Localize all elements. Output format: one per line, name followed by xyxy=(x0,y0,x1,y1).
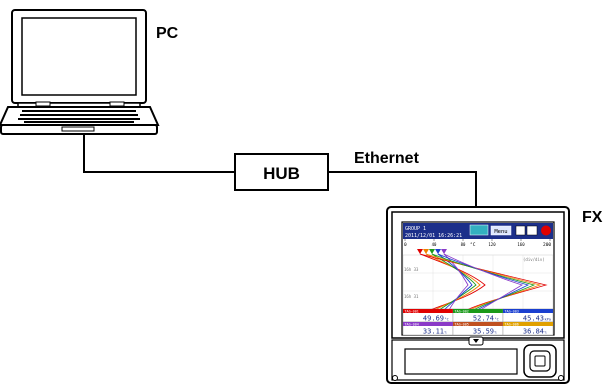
cell-unit: kPa xyxy=(545,318,551,322)
value-cell: TAG-006 36.84% xyxy=(502,321,554,336)
value-cell: TAG-001 49.69°C xyxy=(402,308,454,323)
trend-line-green-outer xyxy=(431,253,536,315)
scale-tick-label: 40 xyxy=(432,242,437,247)
cell-color-band xyxy=(453,322,503,326)
value-cell: TAG-004 33.11% xyxy=(402,321,454,336)
alarm-icon xyxy=(541,225,551,236)
panel-door xyxy=(404,348,518,375)
cell-unit: °C xyxy=(495,318,499,322)
status-icon xyxy=(469,224,489,236)
cell-color-band xyxy=(403,322,453,326)
touchpad-icon xyxy=(61,126,95,132)
cell-unit: % xyxy=(545,331,548,335)
datetime-text: 2011/12/01 16:26:21 xyxy=(405,233,462,239)
menu-button[interactable] xyxy=(490,225,512,236)
trend-line-purple-outer xyxy=(443,253,523,315)
navigation-pad-icon[interactable] xyxy=(523,344,557,378)
hub-box: HUB xyxy=(234,153,329,191)
cell-tag: TAG-003 xyxy=(505,309,519,313)
trend-line-blue xyxy=(437,253,473,313)
cell-unit: % xyxy=(445,331,448,335)
value-panel: TAG-00149.69°CTAG-00252.74°CTAG-00345.43… xyxy=(402,308,554,336)
pc-to-hub-cable xyxy=(83,133,235,173)
time-label-2: 16h 31 xyxy=(404,294,419,299)
cell-color-band xyxy=(503,322,553,326)
cell-color-band xyxy=(503,309,553,313)
scale-tick-label: 160 xyxy=(517,242,525,247)
fx-label: FX xyxy=(582,209,603,226)
scale-tick-label: 120 xyxy=(488,242,496,247)
cell-tag: TAG-002 xyxy=(455,309,469,313)
cell-tag: TAG-005 xyxy=(455,322,469,326)
trend-line-blue-outer xyxy=(437,253,530,315)
pc-laptop-icon xyxy=(0,9,160,135)
value-cell: TAG-005 35.59% xyxy=(452,321,504,336)
cell-color-band xyxy=(453,309,503,313)
trend-line-red xyxy=(419,253,486,313)
scale-tick-label: 80 xyxy=(461,242,466,247)
cell-tag: TAG-006 xyxy=(505,322,519,326)
trend-line-purple xyxy=(443,253,469,313)
trend-area xyxy=(402,254,554,310)
cell-unit: % xyxy=(495,331,498,335)
unit-label: °C xyxy=(470,242,476,248)
scale-axis: 40 80 120 160 xyxy=(404,239,551,247)
cell-unit: °C xyxy=(445,318,449,322)
cell-value: 49.69 xyxy=(423,315,444,323)
cell-value: 36.84 xyxy=(523,328,544,336)
group-name: GROUP 1 xyxy=(405,226,426,232)
menu-label: Menu xyxy=(494,229,507,235)
trend-curves xyxy=(419,253,548,315)
screw-left-icon xyxy=(392,375,398,381)
memory-icon xyxy=(526,225,538,236)
trend-annotation: (div/div) xyxy=(523,257,545,262)
trend-line-green xyxy=(431,253,477,313)
keyboard-icon xyxy=(18,101,140,123)
clock-icon xyxy=(515,225,526,236)
scale-left-label: 0 xyxy=(404,242,407,248)
cell-color-band xyxy=(403,309,453,313)
time-label-1: 16h 33 xyxy=(404,267,419,272)
cell-value: 33.11 xyxy=(423,328,444,336)
hub-to-fx-cable xyxy=(328,171,477,207)
trend-line-orange-outer xyxy=(425,253,542,315)
screw-right-icon xyxy=(558,375,564,381)
pc-label: PC xyxy=(156,25,179,42)
fx-recorder-icon: GROUP 1 2011/12/01 16:26:21 Menu 40 80 120… xyxy=(386,206,570,384)
cell-tag: TAG-001 xyxy=(405,309,419,313)
cell-value: 35.59 xyxy=(473,328,494,336)
trend-markers xyxy=(417,249,447,254)
latch-arrow-icon xyxy=(473,339,479,343)
scale-right-label: 200 xyxy=(543,242,551,248)
cell-tag: TAG-004 xyxy=(405,322,419,326)
connection-lines xyxy=(83,133,477,207)
cell-value: 52.74 xyxy=(473,315,494,323)
ethernet-label: Ethernet xyxy=(354,150,420,167)
trend-line-orange xyxy=(425,253,481,313)
value-cell: TAG-002 52.74°C xyxy=(452,308,504,323)
trend-line-red-outer xyxy=(419,253,548,315)
hub-label: HUB xyxy=(263,164,300,183)
cell-value: 45.43 xyxy=(523,315,544,323)
